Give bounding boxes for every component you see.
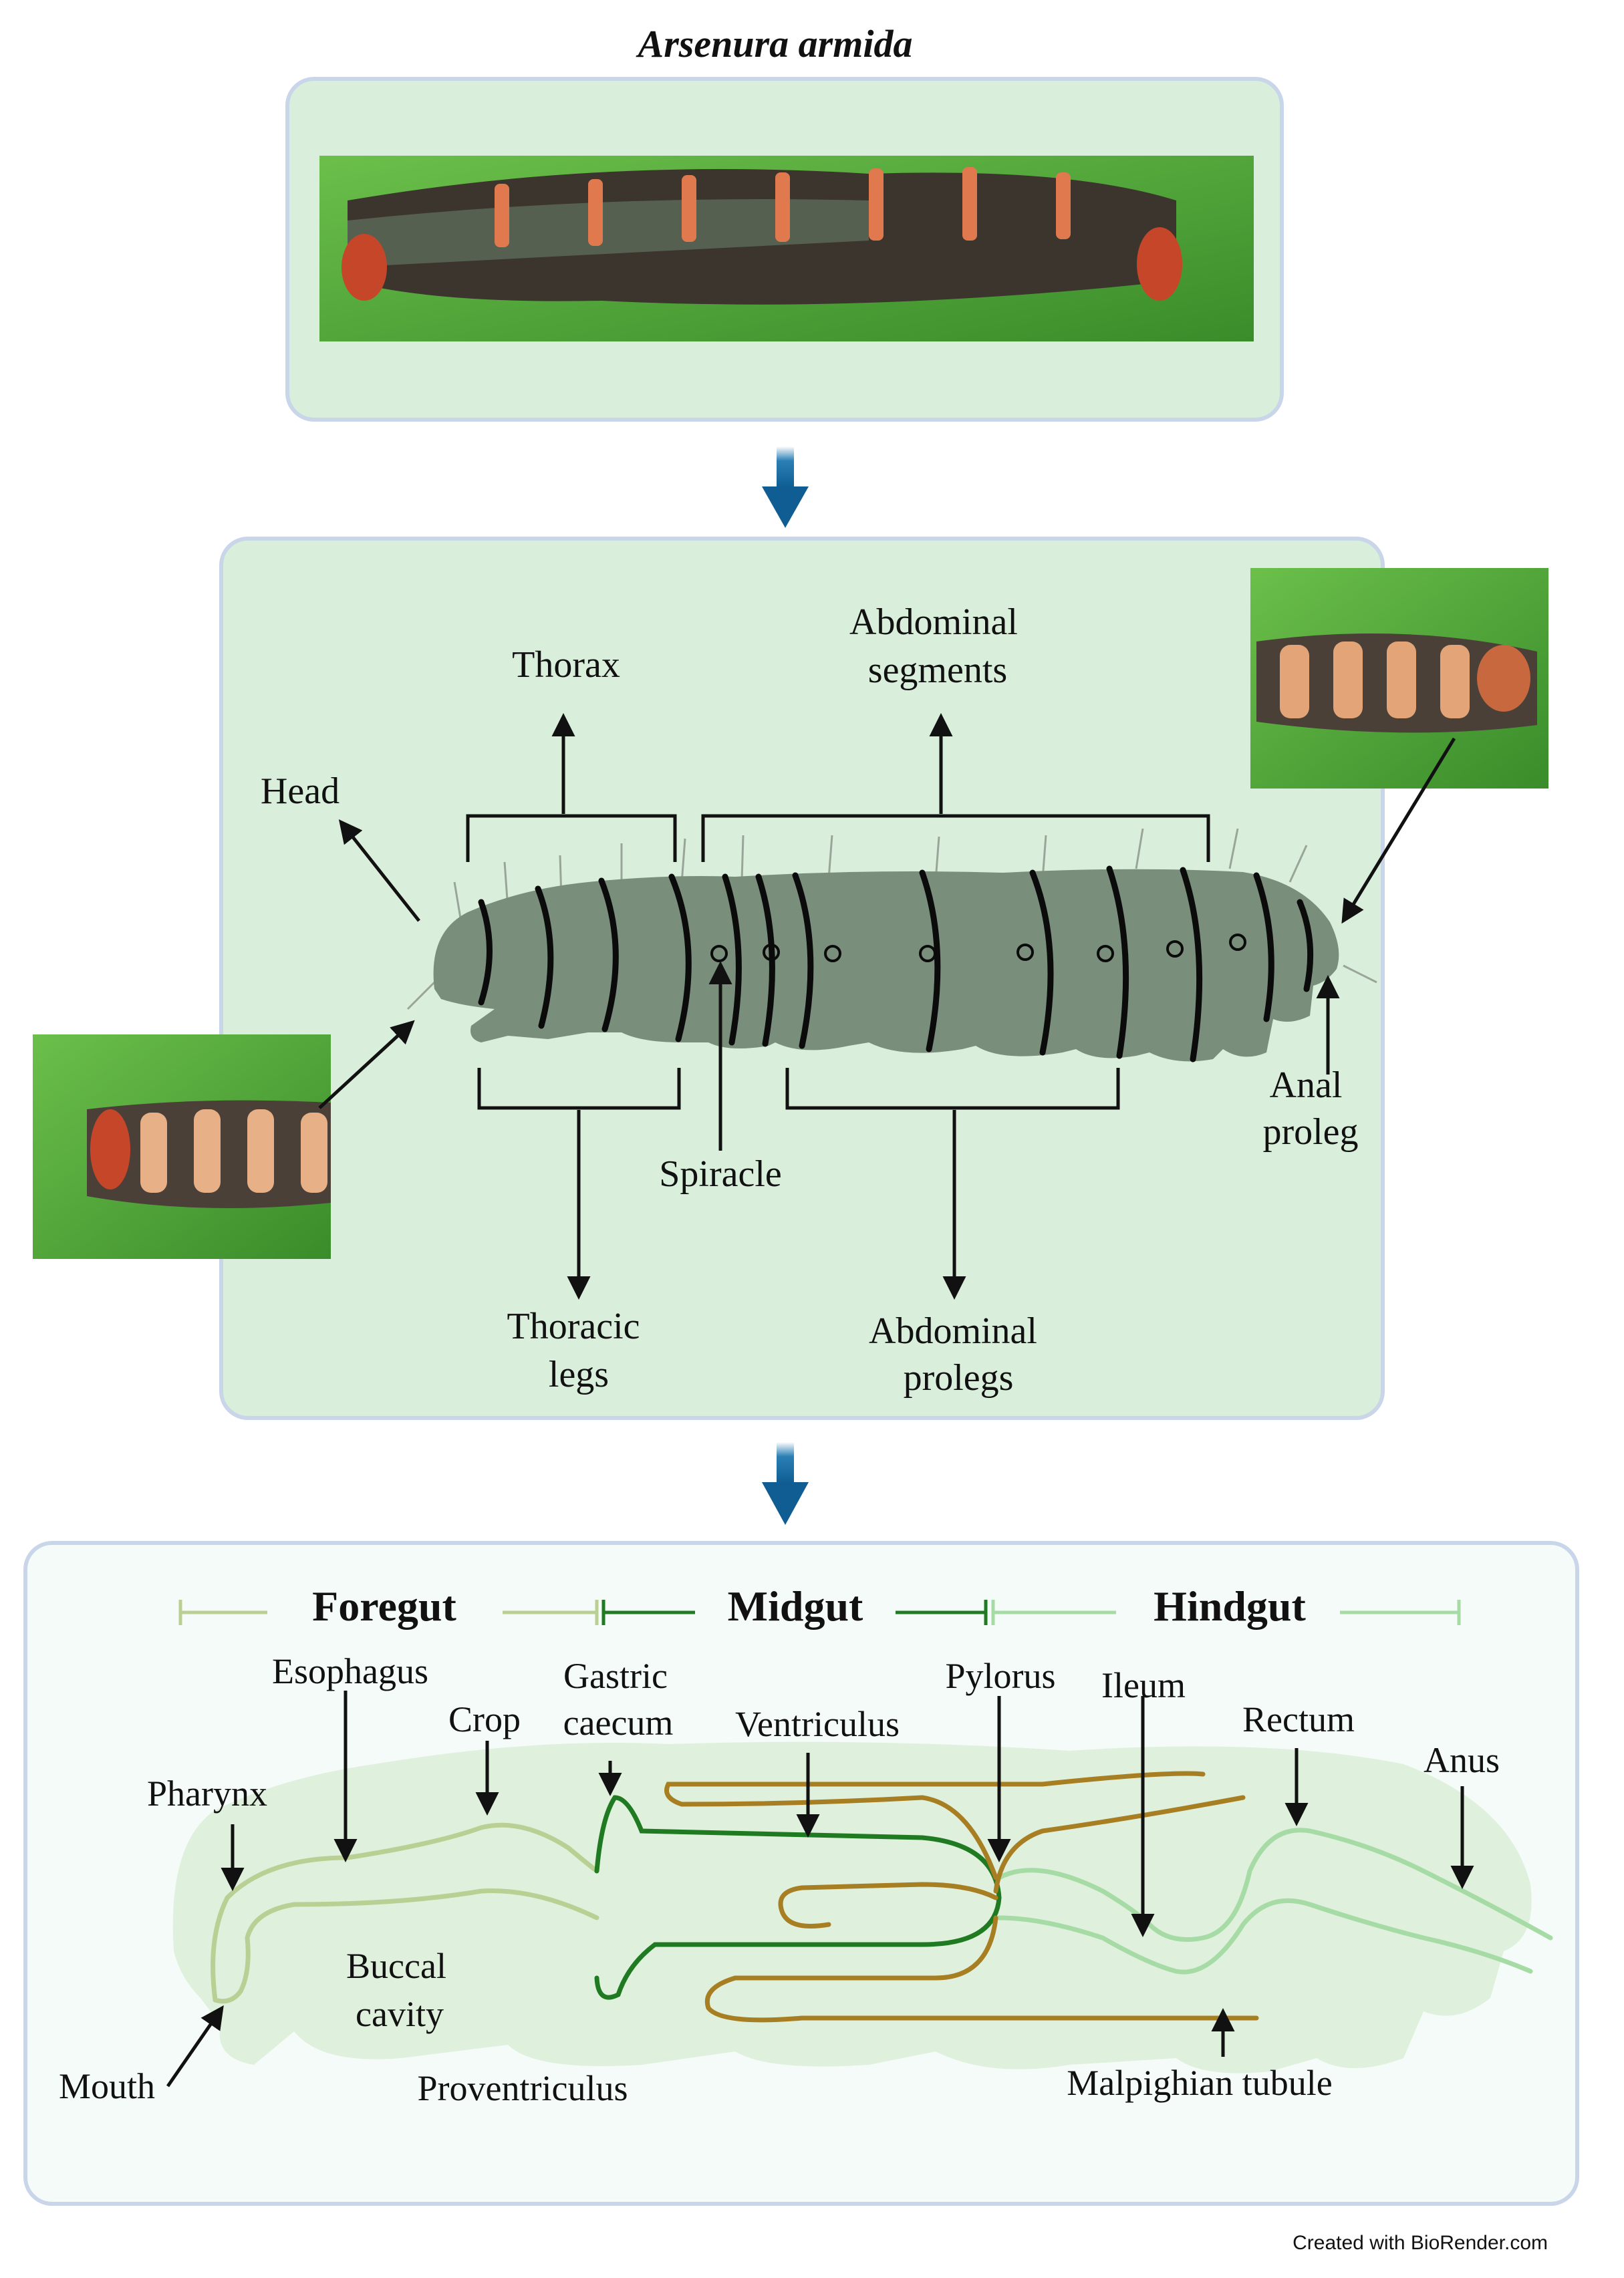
foregut-heading: Foregut xyxy=(312,1582,456,1630)
proventriculus-label: Proventriculus xyxy=(418,2068,628,2108)
thoracic-legs-label-line2: legs xyxy=(549,1354,609,1395)
spiracle-label: Spiracle xyxy=(659,1153,781,1195)
anatomy-arrows xyxy=(318,713,1456,1300)
foregut-tube xyxy=(211,1822,599,2004)
midgut-tube xyxy=(594,1795,1002,2000)
crop-label: Crop xyxy=(448,1699,521,1739)
midgut-heading: Midgut xyxy=(728,1582,863,1630)
gastric-caecum-label-line1: Gastric xyxy=(563,1656,668,1696)
hindgut-heading: Hindgut xyxy=(1154,1582,1306,1630)
ileum-label: Ileum xyxy=(1101,1665,1186,1705)
mouth-label: Mouth xyxy=(59,2066,155,2106)
abdominal-prolegs-label-line2: prolegs xyxy=(904,1357,1014,1399)
ventriculus-label: Ventriculus xyxy=(735,1704,900,1744)
rectum-label: Rectum xyxy=(1242,1699,1355,1739)
anal-proleg-label-line2: proleg xyxy=(1262,1111,1358,1153)
buccal-cavity-label-line2: cavity xyxy=(356,1994,444,2034)
caterpillar-photo xyxy=(319,156,1254,341)
anatomy-brackets xyxy=(466,814,1210,1110)
thorax-label: Thorax xyxy=(512,644,620,686)
thoracic-legs-label-line1: Thoracic xyxy=(507,1306,640,1347)
caterpillar-body xyxy=(406,828,1377,1062)
abdominal-segments-label-line2: segments xyxy=(868,650,1007,691)
malpighian-tubule-label: Malpighian tubule xyxy=(1067,2063,1332,2103)
anus-label: Anus xyxy=(1424,1740,1500,1780)
buccal-cavity-label-line1: Buccal xyxy=(346,1946,446,1986)
anal-end-photo xyxy=(1250,568,1548,789)
pylorus-label: Pylorus xyxy=(945,1656,1055,1696)
abdominal-segments-label-line1: Abdominal xyxy=(849,601,1018,643)
flow-arrow-2 xyxy=(762,1442,809,1525)
gut-arrows xyxy=(166,1691,1474,2088)
head-label: Head xyxy=(261,770,340,812)
esophagus-label: Esophagus xyxy=(272,1651,428,1691)
credit-text: Created with BioRender.com xyxy=(1293,2232,1548,2254)
hindgut-tube xyxy=(996,1828,1553,1975)
head-end-photo xyxy=(33,1034,331,1259)
title: Arsenura armida xyxy=(636,22,913,65)
anal-proleg-label-line1: Anal xyxy=(1270,1064,1343,1106)
flow-arrow-1 xyxy=(762,446,809,528)
gut-region-rulers xyxy=(178,1600,1461,1625)
abdominal-prolegs-label-line1: Abdominal xyxy=(869,1310,1037,1352)
pharynx-label: Pharynx xyxy=(147,1773,267,1814)
gastric-caecum-label-line2: caecum xyxy=(563,1703,674,1743)
